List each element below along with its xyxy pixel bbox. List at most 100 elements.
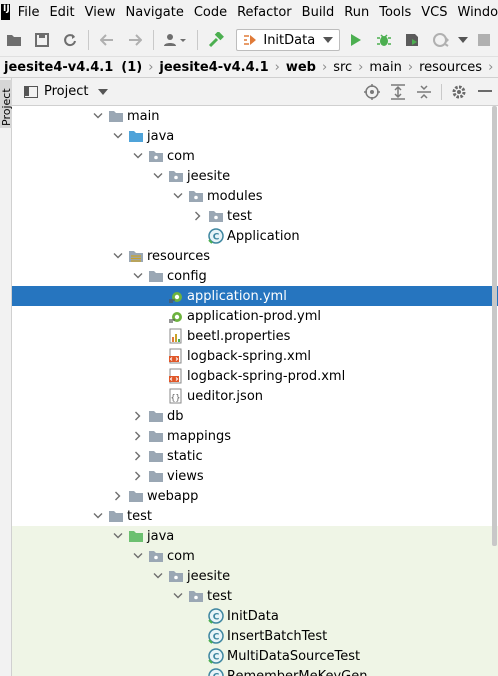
folder-icon [148,468,164,484]
tree-node[interactable]: CRememberMeKeyGen [12,666,498,676]
run-icon[interactable] [348,31,364,49]
tree-node[interactable]: beetl.properties [12,326,498,346]
tree-node[interactable]: test [12,586,498,606]
chevron-down-icon[interactable] [92,106,104,126]
chevron-right-icon[interactable] [112,486,124,506]
tree-node[interactable]: java [12,526,498,546]
chevron-down-icon[interactable] [132,266,144,286]
open-folder-icon[interactable] [6,31,22,49]
menu-item-navigate[interactable]: Navigate [125,4,184,20]
chevron-down-icon[interactable] [172,186,184,206]
expand-all-icon[interactable] [388,82,408,102]
chevron-down-icon[interactable] [172,586,184,606]
breadcrumb-item[interactable]: main [369,59,402,75]
chevron-down-icon[interactable] [152,566,164,586]
locate-target-icon[interactable] [362,82,382,102]
intellij-logo-icon: IJ [1,4,10,20]
profile-icon[interactable] [432,31,450,49]
breadcrumb-item[interactable]: (1) [121,59,143,75]
chevron-down-icon[interactable] [92,506,104,526]
collapse-all-icon[interactable] [414,82,434,102]
properties-icon [168,328,184,344]
svg-text:C: C [213,653,220,663]
tree-node[interactable]: webapp [12,486,498,506]
tree-node[interactable]: static [12,446,498,466]
menu-item-file[interactable]: File [17,4,40,20]
menu-item-windo[interactable]: Windo [457,4,498,20]
hide-panel-icon[interactable] [475,82,495,102]
gear-icon[interactable] [449,82,469,102]
back-arrow-icon[interactable] [99,31,115,49]
project-tool-tab[interactable]: Project [0,80,13,128]
tree-scrollbar[interactable] [490,106,498,676]
menu-item-refactor[interactable]: Refactor [237,4,292,20]
menu-item-vcs[interactable]: VCS [421,4,448,20]
breadcrumb-item[interactable]: jeesite4-v4.4.1 [159,59,269,75]
tree-node[interactable]: config [12,266,498,286]
tree-node[interactable]: views [12,466,498,486]
more-dropdown-icon[interactable] [458,31,469,49]
folder-icon [148,268,164,284]
tree-node[interactable]: java [12,126,498,146]
run-configuration-select[interactable]: InitData [236,29,341,51]
tree-indent [152,366,164,386]
tree-node[interactable]: main [12,106,498,126]
breadcrumb-item[interactable]: resources [419,59,483,75]
menu-item-view[interactable]: View [84,4,116,20]
tree-indent [192,666,204,676]
tree-node[interactable]: application-prod.yml [12,306,498,326]
debug-icon[interactable] [376,31,392,49]
chevron-right-icon[interactable] [132,426,144,446]
breadcrumb-item[interactable]: web [285,59,316,75]
tree-node[interactable]: mappings [12,426,498,446]
build-hammer-icon[interactable] [208,31,225,49]
tree-node[interactable]: jeesite [12,566,498,586]
menu-item-build[interactable]: Build [301,4,335,20]
menu-item-run[interactable]: Run [344,4,370,20]
scrollbar-thumb[interactable] [492,106,497,546]
chevron-right-icon[interactable] [132,406,144,426]
save-icon[interactable] [34,31,50,49]
tree-node[interactable]: {}ueditor.json [12,386,498,406]
tree-node[interactable]: test [12,506,498,526]
menu-item-code[interactable]: Code [193,4,228,20]
chevron-right-icon[interactable] [192,206,204,226]
tree-node[interactable]: resources [12,246,498,266]
tree-node[interactable]: logback-spring-prod.xml [12,366,498,386]
tree-node[interactable]: com [12,546,498,566]
chevron-down-icon[interactable] [152,166,164,186]
run-with-coverage-icon[interactable] [404,31,420,49]
tree-node-label: application-prod.yml [187,308,322,324]
class-icon: C [208,228,224,244]
chevron-down-icon[interactable] [132,546,144,566]
breadcrumb-item[interactable]: jeesite4-v4.4.1 [4,59,114,75]
chevron-right-icon[interactable] [132,466,144,486]
tree-node[interactable]: com [12,146,498,166]
tree-node[interactable]: application.yml [12,286,498,306]
breadcrumb-item[interactable]: src [333,59,353,75]
user-dropdown-icon[interactable] [163,31,187,49]
project-view-selector[interactable]: Project [24,84,109,99]
chevron-down-icon[interactable] [112,246,124,266]
tree-node[interactable]: jeesite [12,166,498,186]
folder-icon [148,408,164,424]
chevron-down-icon[interactable] [132,146,144,166]
stop-icon[interactable] [476,31,492,49]
class-icon: C [208,608,224,624]
tree-node[interactable]: modules [12,186,498,206]
refresh-icon[interactable] [62,31,78,49]
chevron-right-icon[interactable] [132,446,144,466]
tree-node-label: main [127,108,160,124]
chevron-down-icon[interactable] [112,526,124,546]
menu-item-edit[interactable]: Edit [49,4,75,20]
chevron-down-icon[interactable] [112,126,124,146]
menu-item-tools[interactable]: Tools [379,4,412,20]
tree-node[interactable]: db [12,406,498,426]
forward-arrow-icon[interactable] [127,31,143,49]
tree-node[interactable]: test [12,206,498,226]
tree-node[interactable]: logback-spring.xml [12,346,498,366]
